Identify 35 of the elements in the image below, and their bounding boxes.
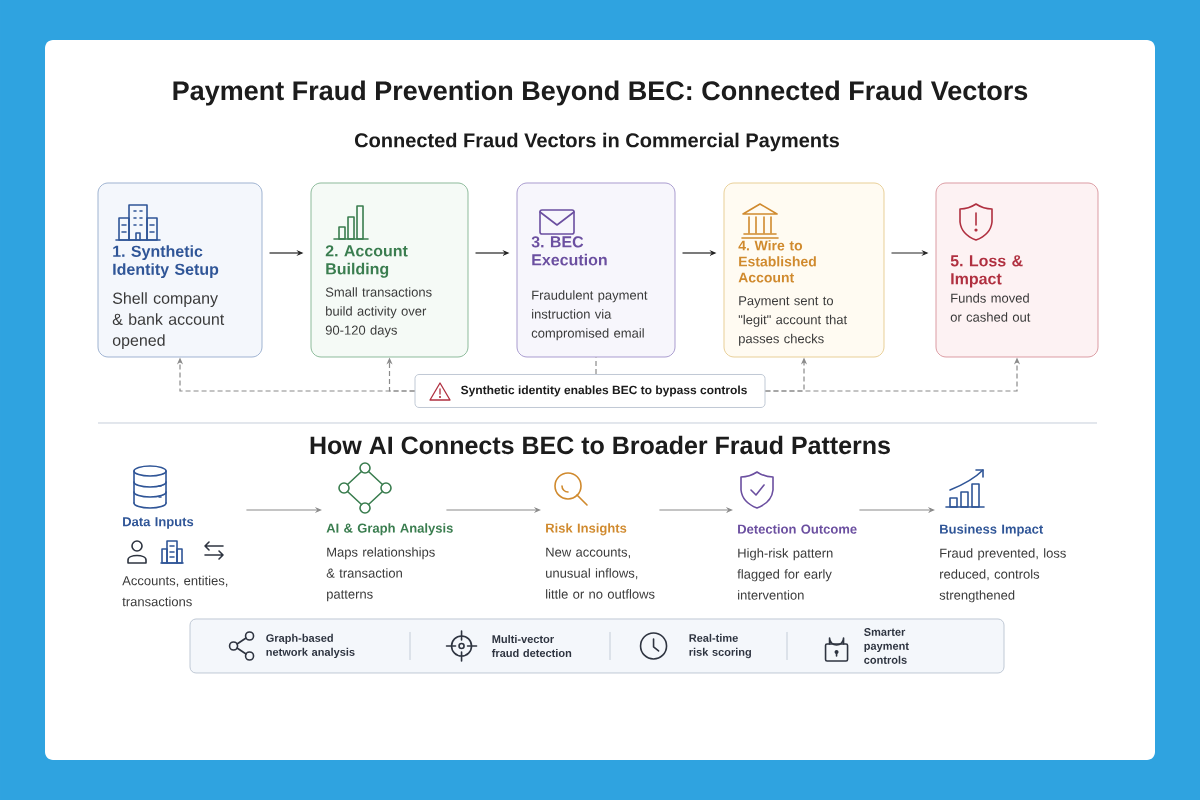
feature-text: Real-time risk scoring [689, 633, 751, 659]
section-heading: Connected Fraud Vectors in Commercial Payments [354, 132, 839, 152]
feature-text: Smarter payment controls [864, 628, 909, 664]
step-description: Shell company & bank account opened [112, 292, 225, 350]
flow-description: Maps relationships & transaction patterns [326, 547, 435, 602]
step-description: Payment sent to "legit" account that passes checks [738, 296, 848, 346]
step-heading: 2. Account Building [325, 245, 408, 278]
step-description: Small transactions build activity over 90-120 days [325, 287, 432, 338]
dashed-connector [595, 356, 597, 375]
section-heading: How AI Connects BEC to Broader Fraud Patterns [310, 435, 890, 455]
flow-description: Accounts, entities, transactions [122, 575, 228, 607]
feature-text: Graph-based network analysis [266, 633, 355, 659]
step-box [516, 182, 676, 358]
step-heading: 3. BEC Execution [531, 236, 607, 266]
flow-description: New accounts, unusual inflows, little or no outflows [546, 547, 655, 599]
step-box [97, 182, 263, 358]
step-description: Fraudulent payment instruction via compromised email [531, 290, 648, 341]
step-heading: 1. Synthetic Identity Setup [113, 245, 219, 279]
step-box [935, 182, 1099, 358]
flow-heading: AI & Graph Analysis [326, 523, 453, 536]
flow-heading: Business Impact [940, 524, 1044, 537]
flow-description: High-risk pattern flagged for early intervention [737, 548, 833, 600]
title: Payment Fraud Prevention Beyond BEC: Connected Fraud Vectors [173, 80, 1028, 106]
feature-text: Multi-vector fraud detection [491, 634, 572, 658]
step-box [723, 182, 885, 358]
callout-box: Synthetic identity enables BEC to bypass controls [414, 374, 766, 408]
step-heading: 4. Wire to Established Account [738, 240, 816, 283]
step-heading: 5. Loss & Impact [950, 255, 1023, 288]
step-box [310, 182, 469, 358]
feature-panel [189, 618, 1005, 674]
flow-heading: Detection Outcome [738, 524, 857, 534]
flow-heading: Risk Insights [546, 523, 627, 536]
step-description: Funds moved or cashed out [950, 293, 1031, 322]
flow-description: Fraud prevented, loss reduced, controls strengthened [939, 548, 1066, 603]
flow-heading: Data Inputs [123, 517, 194, 529]
